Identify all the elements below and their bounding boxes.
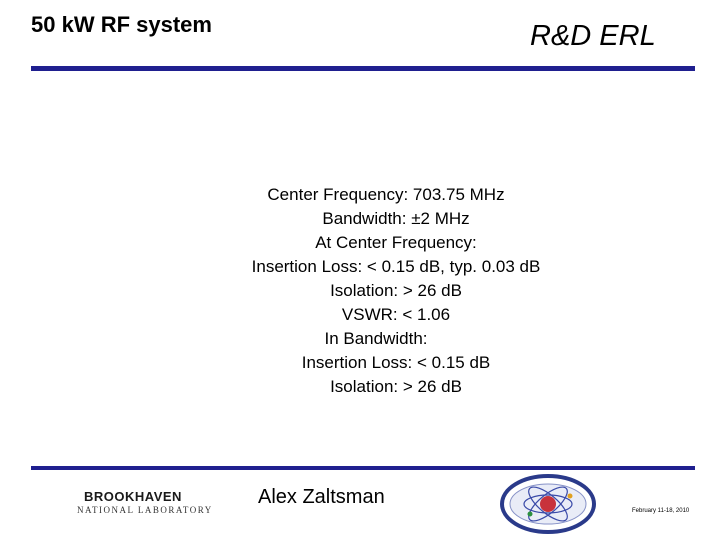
spec-line: Bandwidth: ±2 MHz [322, 209, 470, 228]
slide-title: 50 kW RF system [31, 12, 212, 37]
spec-line: VSWR: < 1.06 [341, 305, 451, 324]
bottom-divider [31, 466, 695, 470]
presentation-date: February 11-18, 2010 [632, 508, 690, 514]
spec-line: Insertion Loss: < 0.15 dB, typ. 0.03 dB [251, 257, 541, 276]
nuclear-physics-seal [500, 474, 596, 534]
spec-line: Isolation: > 26 dB [330, 281, 462, 300]
spec-line: At Center Frequency: [315, 233, 477, 252]
svg-text:NATIONAL LABORATORY: NATIONAL LABORATORY [77, 505, 213, 515]
svg-text:BROOKHAVEN: BROOKHAVEN [84, 489, 182, 504]
brookhaven-logo: BROOKHAVEN NATIONAL LABORATORY [76, 487, 216, 517]
spec-line: Isolation: > 26 dB [330, 377, 462, 396]
author-name: Alex Zaltsman [258, 486, 385, 508]
slide-subtitle: R&D ERL [530, 20, 656, 52]
spec-line: Insertion Loss: < 0.15 dB [301, 353, 491, 372]
spec-line: In Bandwidth: [324, 329, 428, 348]
top-divider [31, 66, 695, 71]
spec-list: Center Frequency: 703.75 MHz Bandwidth: … [200, 183, 592, 399]
spec-line: Center Frequency: 703.75 MHz [267, 185, 505, 204]
